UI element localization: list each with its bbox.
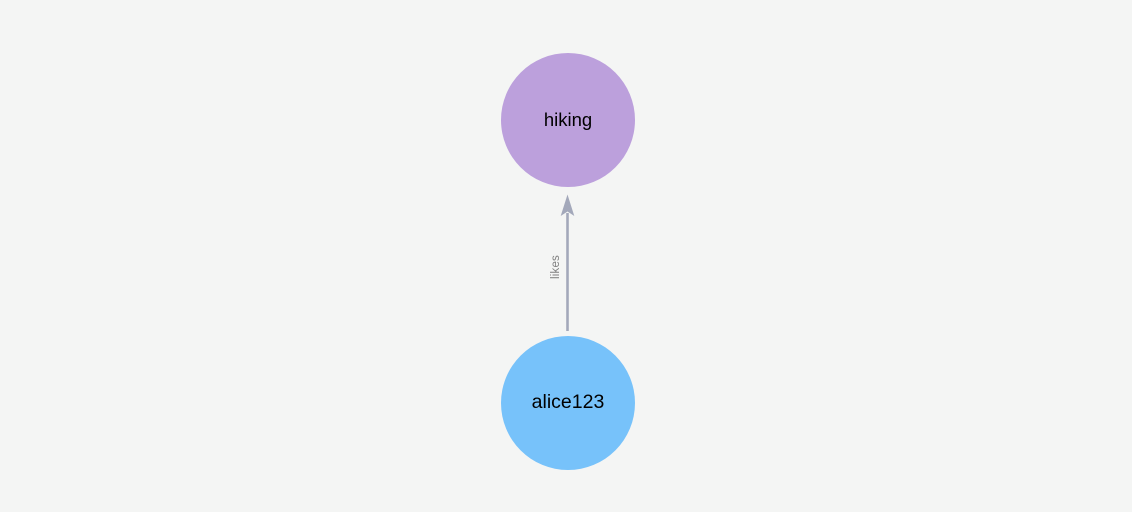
graph-node-hiking[interactable]: hiking xyxy=(501,53,635,187)
edge-alice123-likes-hiking[interactable] xyxy=(560,194,575,332)
graph-node-alice123[interactable]: alice123 xyxy=(501,336,635,470)
edge-label-likes: likes xyxy=(550,254,562,280)
graph-node-label: alice123 xyxy=(531,391,605,414)
arrow-head-icon xyxy=(560,194,575,216)
graph-node-label: hiking xyxy=(543,108,593,130)
